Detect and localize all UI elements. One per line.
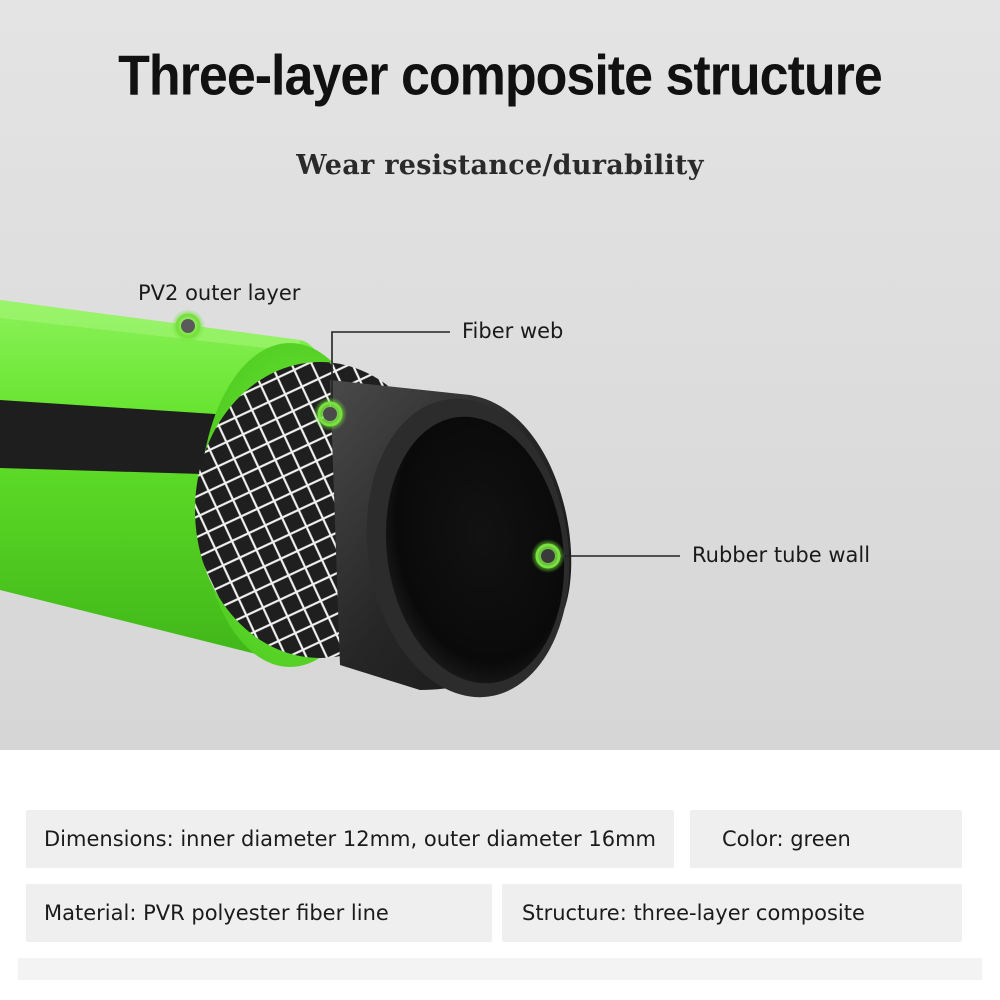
callout-label-fiber-web: Fiber web xyxy=(462,319,564,343)
marker-outer xyxy=(171,309,205,343)
spec-color-text: Color: green xyxy=(722,827,851,851)
page-subtitle: Wear resistance/durability xyxy=(296,150,704,181)
rubber-tube xyxy=(330,380,572,698)
callout-label-outer-layer: PV2 outer layer xyxy=(138,281,301,305)
spec-structure-text: Structure: three-layer composite xyxy=(522,901,865,925)
callout-label-rubber-wall: Rubber tube wall xyxy=(692,543,871,567)
hose-illustration xyxy=(0,300,680,698)
page-title: Three-layer composite structure xyxy=(118,44,883,108)
marker-rubber xyxy=(531,539,565,573)
spec-material: Material: PVR polyester fiber line xyxy=(26,884,492,942)
spec-structure: Structure: three-layer composite xyxy=(502,884,962,942)
marker-fiber xyxy=(313,397,347,431)
callout-lines xyxy=(331,331,680,557)
spec-dimensions-text: Dimensions: inner diameter 12mm, outer d… xyxy=(44,827,656,851)
hero-area: Three-layer composite structure Wear res… xyxy=(0,0,1000,750)
spec-material-text: Material: PVR polyester fiber line xyxy=(44,901,389,925)
spec-dimensions: Dimensions: inner diameter 12mm, outer d… xyxy=(26,810,674,868)
spec-color: Color: green xyxy=(690,810,962,868)
footer-bar xyxy=(18,958,982,980)
